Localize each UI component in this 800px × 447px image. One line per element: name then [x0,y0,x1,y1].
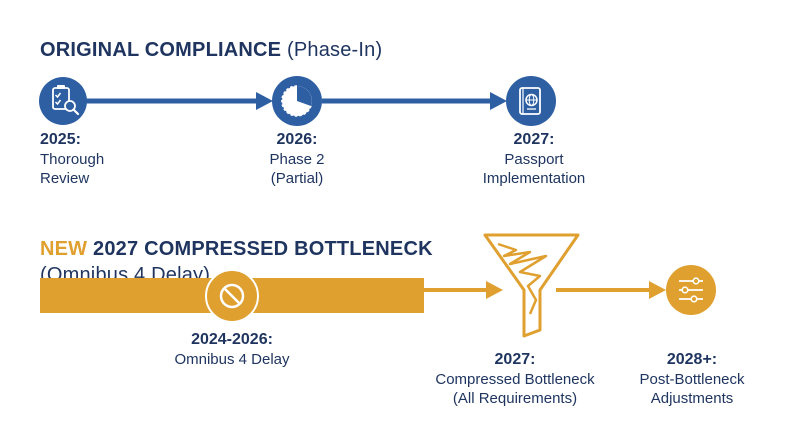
milestone-2026-line1: Phase 2 [269,151,325,168]
milestone-2026: 2026: Phase 2 (Partial) [247,129,347,188]
new-arrowhead-2 [649,281,666,299]
milestone-2027-new: 2027: Compressed Bottleneck (All Require… [425,349,605,408]
checklist-search-icon [39,77,87,125]
milestone-2027-original-year: 2027: [513,131,555,148]
funnel-icon [483,233,580,338]
milestone-2027-original: 2027: Passport Implementation [464,129,604,188]
new-heading-bold: 2027 COMPRESSED BOTTLENECK [87,238,433,260]
milestone-2028-year: 2028+: [666,351,718,368]
passport-icon [506,76,556,126]
milestone-2027-new-line2: (All Requirements) [452,390,578,407]
milestone-2026-line2: (Partial) [270,170,324,187]
milestone-2026-year: 2026: [276,131,318,148]
new-heading-new: NEW [40,238,88,260]
milestone-2025-year: 2025: [40,131,81,148]
milestone-2024-2026-year: 2024-2026: [191,331,273,348]
sliders-icon [666,265,716,315]
original-heading-rest: (Phase-In) [281,39,383,61]
milestone-2024-2026-line1: Omnibus 4 Delay [174,351,290,368]
milestone-2025-line2: Review [40,170,90,187]
milestone-2027-new-line1: Compressed Bottleneck [435,371,595,388]
milestone-2027-new-year: 2027: [494,351,536,368]
original-heading-bold: ORIGINAL COMPLIANCE [40,39,282,61]
milestone-2027-original-line2: Implementation [482,170,586,187]
partial-pie-icon [272,76,322,126]
original-compliance-heading: ORIGINAL COMPLIANCE (Phase-In) [40,39,382,62]
milestone-2025: 2025: Thorough Review [40,129,104,188]
milestone-2025-line1: Thorough [40,151,105,168]
no-entry-icon [205,269,259,323]
original-arrowhead-2 [490,92,507,110]
milestone-2028-line2: Adjustments [650,390,734,407]
milestone-2028: 2028+: Post-Bottleneck Adjustments [626,349,758,408]
milestone-2028-line1: Post-Bottleneck [639,371,745,388]
original-arrowhead-1 [256,92,273,110]
original-timeline [39,76,556,126]
milestone-2024-2026: 2024-2026: Omnibus 4 Delay [152,329,312,369]
new-arrowhead-1 [486,281,503,299]
milestone-2027-original-line1: Passport [504,151,564,168]
new-timeline [40,233,716,338]
